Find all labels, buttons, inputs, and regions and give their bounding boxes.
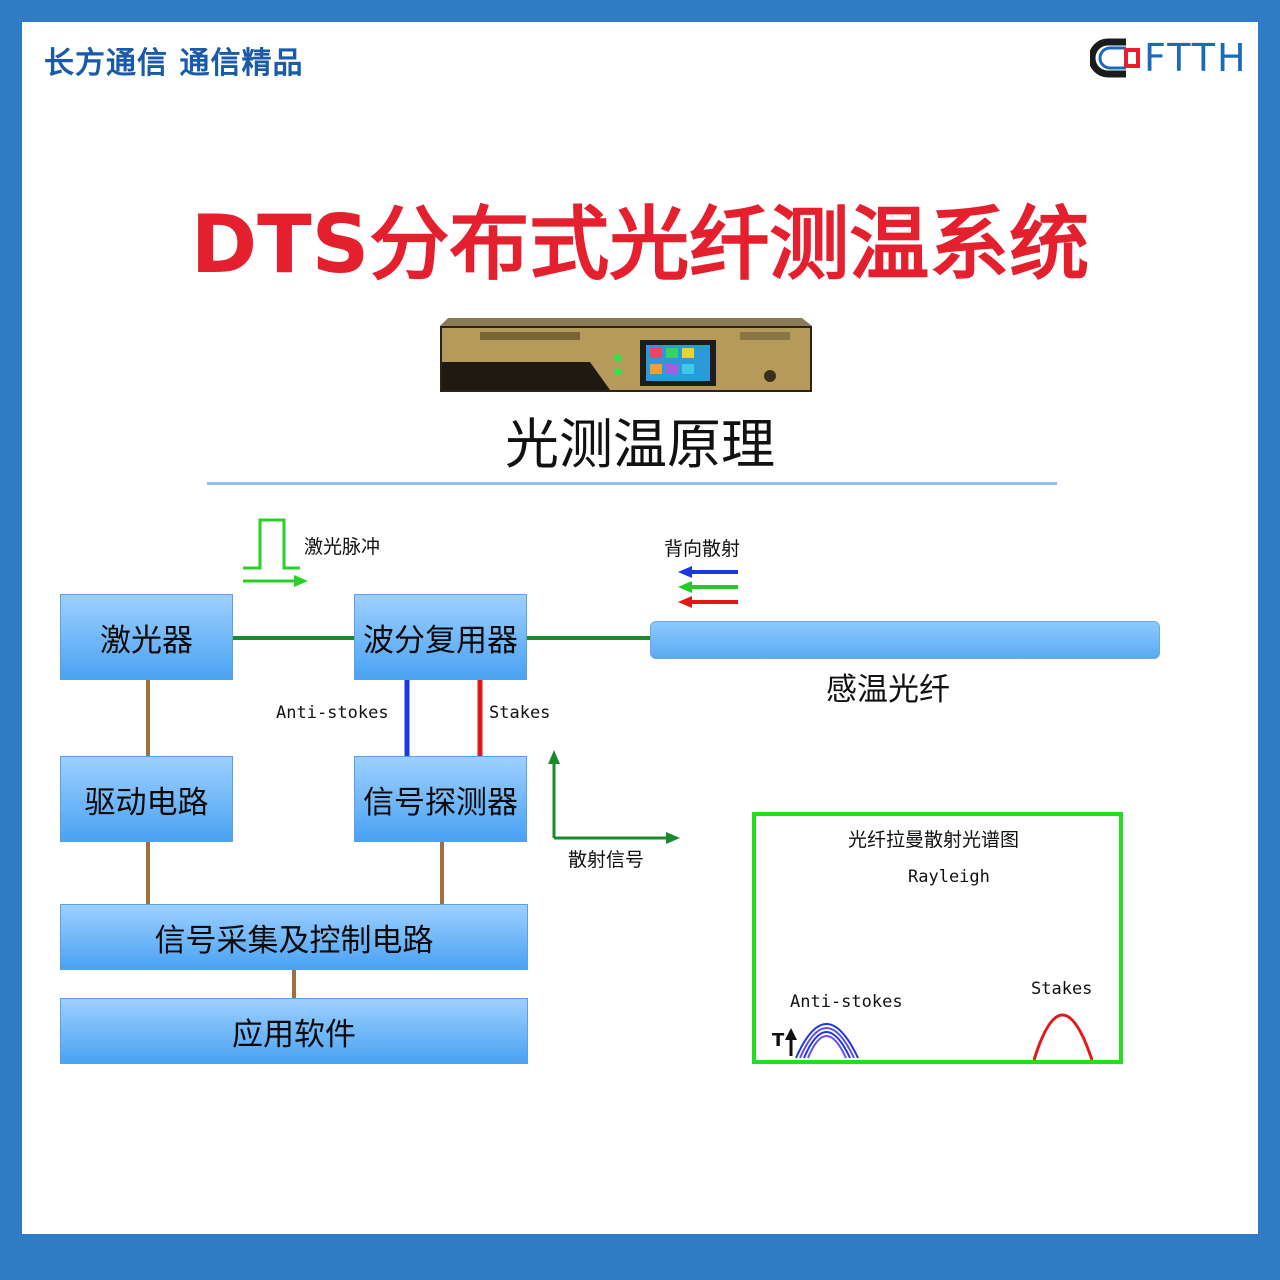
spectrum-title: 光纤拉曼散射光谱图 bbox=[848, 829, 1020, 851]
temperature-up-arrow-icon bbox=[785, 1028, 797, 1056]
main-title: DTS分布式光纤测温系统 bbox=[190, 198, 1090, 291]
laser-box: 激光器 bbox=[60, 594, 233, 680]
subtitle: 光测温原理 bbox=[505, 413, 775, 476]
anti-stokes-label: Anti-stokes bbox=[276, 703, 389, 723]
rayleigh-label: Rayleigh bbox=[908, 867, 990, 887]
title-divider bbox=[207, 482, 1057, 485]
ftth-logo: FTTH bbox=[1090, 36, 1250, 80]
acquisition-control-box: 信号采集及控制电路 bbox=[60, 904, 528, 970]
temperature-marker: T bbox=[772, 1030, 785, 1051]
spectrum-stokes-label: Stakes bbox=[1031, 979, 1093, 999]
anti-stokes-peaks bbox=[795, 1023, 859, 1059]
sensing-fiber bbox=[650, 621, 1160, 659]
signal-detector-box: 信号探测器 bbox=[354, 756, 527, 842]
scatter-signal-axes bbox=[548, 750, 680, 844]
scatter-signal-label: 散射信号 bbox=[568, 849, 645, 871]
stokes-peak bbox=[1032, 1013, 1094, 1061]
raman-spectrum-panel bbox=[752, 812, 1123, 1064]
logo-text: FTTH bbox=[1144, 36, 1248, 80]
dts-device-image bbox=[440, 318, 812, 392]
stokes-label: Stakes bbox=[489, 703, 551, 723]
logo-mark-icon bbox=[1090, 38, 1140, 78]
sensing-fiber-label: 感温光纤 bbox=[826, 672, 950, 708]
wdm-box: 波分复用器 bbox=[354, 594, 527, 680]
laser-pulse-symbol bbox=[243, 518, 308, 587]
backscatter-label: 背向散射 bbox=[664, 538, 741, 560]
brand-slogan: 长方通信 通信精品 bbox=[44, 46, 304, 81]
laser-pulse-label: 激光脉冲 bbox=[304, 536, 381, 558]
application-software-box: 应用软件 bbox=[60, 998, 528, 1064]
driver-circuit-box: 驱动电路 bbox=[60, 756, 233, 842]
spectrum-anti-stokes-label: Anti-stokes bbox=[790, 992, 903, 1012]
backscatter-arrows bbox=[678, 566, 738, 608]
